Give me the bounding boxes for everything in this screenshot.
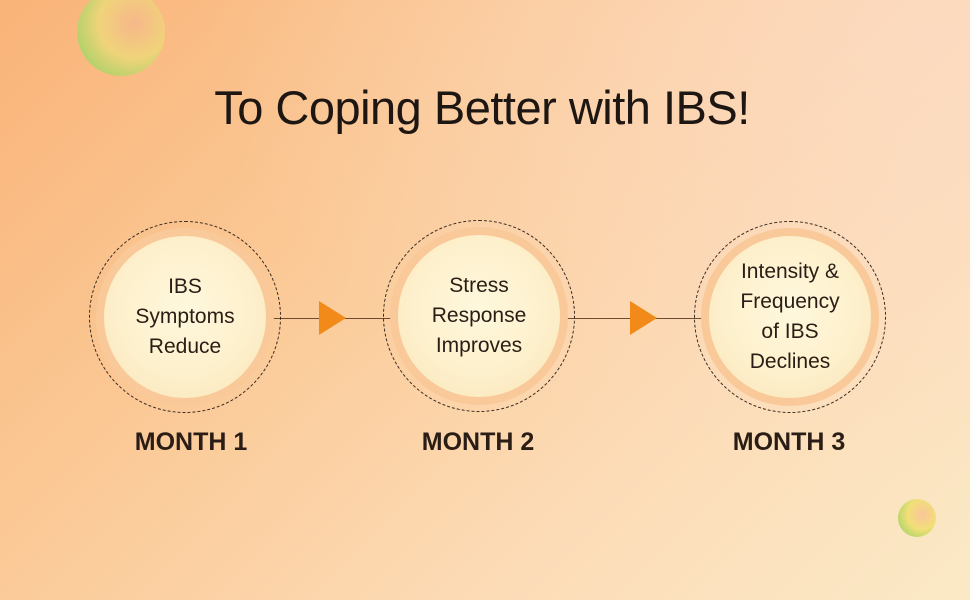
step-1-month-label: MONTH 1 [134, 428, 248, 456]
step-1-line-2: Symptoms [135, 305, 235, 328]
decorative-bubble-bottom-right-icon [898, 499, 936, 537]
step-3-month-label: MONTH 3 [732, 428, 846, 456]
step-3-line-2: Frequency [740, 290, 840, 313]
decorative-bubble-top-left-icon [77, 0, 165, 76]
step-3-line-1: Intensity & [740, 260, 840, 283]
step-1-line-3: Reduce [148, 335, 222, 358]
step-3-line-3: of IBS [761, 320, 819, 343]
step-1-circle: IBS Symptoms Reduce [104, 236, 266, 398]
step-1-text: IBS Symptoms Reduce [110, 272, 260, 362]
step-3-dashed-ring [694, 221, 886, 413]
arrow-right-triangle-icon [630, 301, 657, 335]
step-2-dashed-ring [383, 220, 575, 412]
step-2-text: Stress Response Improves [404, 271, 554, 361]
page-title: To Coping Better with IBS! [214, 81, 750, 134]
step-1-dashed-ring [89, 221, 281, 413]
step-3-text: Intensity & Frequency of IBS Declines [715, 257, 865, 377]
step-2-line-2: Response [431, 304, 527, 327]
step-3-circle: Intensity & Frequency of IBS Declines [709, 236, 871, 398]
step-2-month-label: MONTH 2 [421, 428, 535, 456]
arrow-right-triangle-icon [319, 301, 346, 335]
step-1-line-1: IBS [168, 275, 202, 298]
step-2-line-3: Improves [435, 334, 523, 357]
step-3-line-4: Declines [749, 350, 831, 373]
step-2-circle: Stress Response Improves [398, 235, 560, 397]
step-2-line-1: Stress [449, 274, 509, 297]
